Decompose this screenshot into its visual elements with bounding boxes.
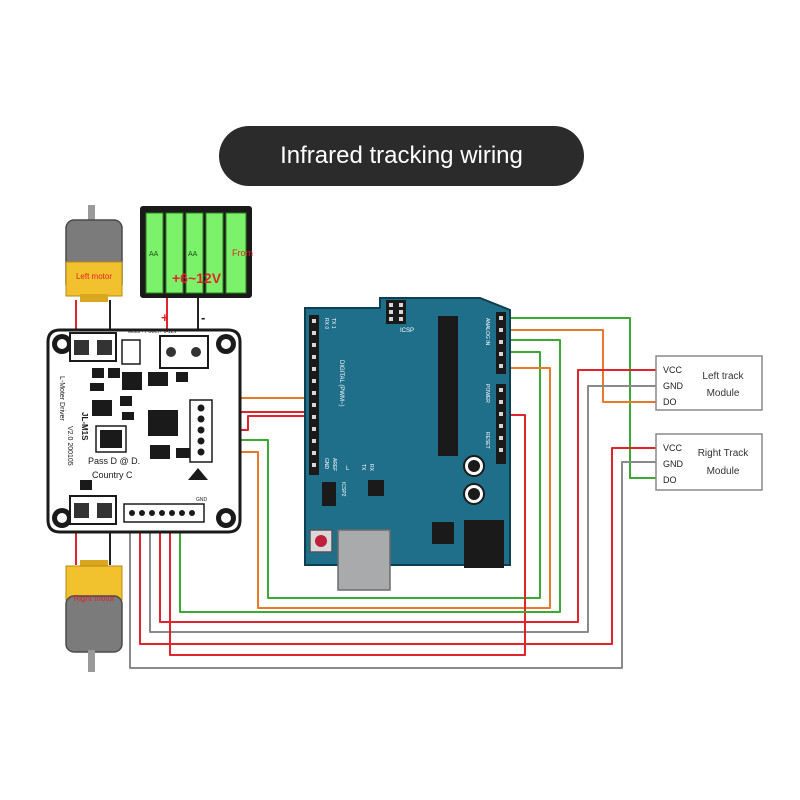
- motor-driver-board: Motor+ Power+ 6-12V JL-M1S L-Moter Drive…: [46, 328, 242, 534]
- driver-name-label: L-Moter Driver: [58, 376, 65, 421]
- battery-cell-label: AA: [149, 251, 159, 258]
- right-module-title-2: Module: [707, 466, 740, 477]
- battery-pack: AA AA From +6~12V + -: [140, 206, 253, 325]
- arduino-power-label: POWER: [484, 384, 490, 403]
- wire-driver-5v: [169, 414, 526, 656]
- arduino-rx-label: RX: [368, 464, 374, 472]
- driver-version-label: V2.0 200105: [66, 426, 73, 466]
- wire-driver-green-loop: [212, 351, 541, 599]
- arduino-aref-label: AREF: [331, 458, 337, 471]
- arduino-digital-label: DIGITAL (PWM~): [338, 360, 344, 407]
- right-module-pin-do: DO: [663, 475, 677, 485]
- atmega-chip: [438, 316, 458, 456]
- left-module-title-2: Module: [707, 388, 740, 399]
- wire-left-vcc: [159, 369, 668, 623]
- left-module-title-1: Left track: [702, 371, 744, 382]
- wire-a-to-left-do: [505, 329, 668, 403]
- arduino-board: DIGITAL (PWM~) TX 1 RX 0 GND AREF ICSP: [304, 297, 511, 591]
- arduino-gnd-label: GND: [323, 458, 329, 470]
- wire-a-to-right-vcc: [505, 317, 668, 479]
- diagram-title: Infrared tracking wiring: [219, 126, 584, 186]
- right-motor: Right motor: [65, 560, 123, 672]
- left-module-pin-vcc: VCC: [663, 365, 683, 375]
- arduino-reset-label: RESET: [484, 432, 490, 449]
- usb-port: [337, 529, 391, 591]
- left-track-module: VCC GND DO Left track Module: [655, 355, 763, 411]
- driver-model-label: JL-M1S: [80, 412, 89, 441]
- right-module-pin-vcc: VCC: [663, 443, 683, 453]
- arduino-tx-label: TX: [360, 464, 366, 471]
- right-track-module: VCC GND DO Right Track Module: [655, 433, 763, 491]
- arduino-tx-pin-label: TX 1: [330, 318, 336, 329]
- battery-plus-label: +: [161, 310, 169, 325]
- arduino-analog-label: ANALOG IN: [484, 318, 490, 346]
- battery-from-label: From: [232, 248, 253, 258]
- wire-right-gnd: [129, 461, 668, 669]
- battery-voltage-label: +6~12V: [172, 270, 222, 286]
- right-module-title-1: Right Track: [698, 448, 750, 459]
- dc-jack: [464, 520, 504, 568]
- wire-right-vcc: [139, 447, 668, 645]
- wire-left-gnd: [149, 385, 668, 633]
- arduino-icsp2-label: ICSP2: [340, 482, 346, 497]
- driver-gnd-label: GND: [196, 497, 208, 503]
- wire-driver-gnd: [179, 339, 561, 613]
- driver-pass-label: Pass D @ D.: [88, 456, 140, 466]
- arduino-icsp-label: ICSP: [400, 328, 414, 334]
- arduino-rx-pin-label: RX 0: [323, 318, 329, 329]
- left-module-pin-gnd: GND: [663, 381, 684, 391]
- left-motor-label: Left motor: [76, 272, 112, 281]
- left-motor: Left motor: [65, 205, 123, 302]
- right-motor-label: Right motor: [73, 594, 115, 603]
- left-module-pin-do: DO: [663, 397, 677, 407]
- wire-driver-orange-loop: [212, 367, 551, 609]
- driver-top-header-label: Motor+ Power+ 6-12V: [128, 329, 178, 335]
- battery-minus-label: -: [201, 310, 205, 325]
- arduino-l-label: L: [346, 466, 350, 472]
- driver-country-label: Country C: [92, 470, 133, 480]
- battery-cell-label: AA: [188, 251, 198, 258]
- right-module-pin-gnd: GND: [663, 459, 684, 469]
